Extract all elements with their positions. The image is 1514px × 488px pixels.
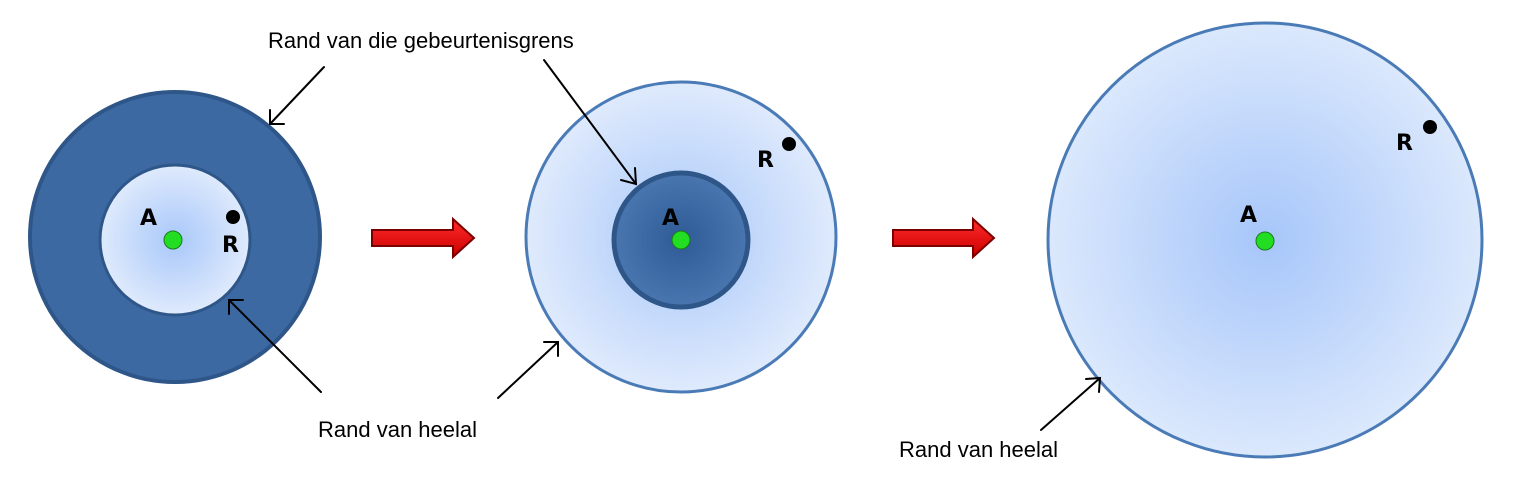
label-a-1: A	[140, 206, 157, 231]
point-r-3	[1423, 120, 1437, 134]
panel-2: A R	[524, 80, 838, 394]
pointer-universe-edge-1	[228, 299, 322, 393]
panel-1: A R	[28, 90, 322, 384]
observer-a-1	[163, 230, 183, 250]
observer-a-3	[1255, 231, 1275, 251]
label-r-3: R	[1396, 131, 1413, 156]
transition-arrow-2	[892, 216, 996, 260]
pointer-universe-edge-2	[497, 341, 559, 399]
point-r-1	[226, 210, 240, 224]
pointer-horizon-edge-2	[543, 59, 638, 186]
label-r-2: R	[757, 148, 774, 173]
transition-arrow-1	[371, 216, 476, 260]
panel-3: A R	[1046, 21, 1484, 459]
pointer-horizon-edge-1	[269, 66, 325, 125]
label-universe-edge-1: Rand van heelal	[318, 417, 477, 442]
label-r-1: R	[222, 233, 239, 258]
label-a-3: A	[1240, 203, 1257, 228]
point-r-2	[782, 137, 796, 151]
label-event-horizon-edge: Rand van die gebeurtenisgrens	[268, 28, 574, 53]
label-universe-edge-2: Rand van heelal	[899, 437, 1058, 462]
label-a-2: A	[662, 206, 679, 231]
callout-pointers	[228, 59, 1102, 431]
pointer-universe-edge-3	[1040, 376, 1102, 431]
observer-a-2	[671, 230, 691, 250]
